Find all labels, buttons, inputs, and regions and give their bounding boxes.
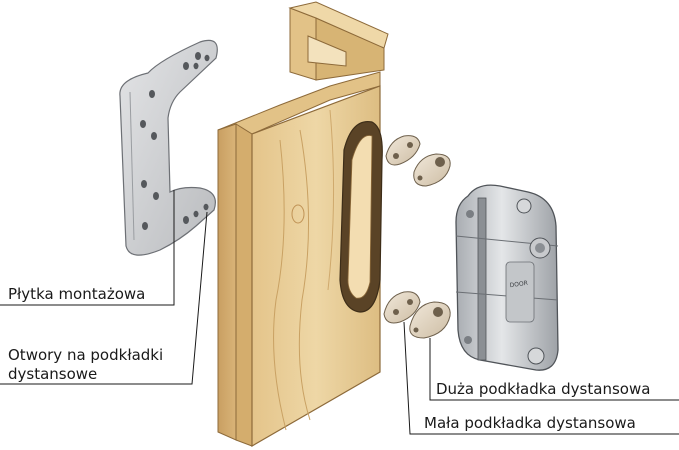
leader-large-spacer xyxy=(429,338,679,401)
hinge-brand-label: DOOR xyxy=(509,280,528,289)
small-spacer-bottom xyxy=(383,291,421,324)
large-spacer-top xyxy=(413,153,451,187)
door-frame xyxy=(288,1,389,81)
leader-lines xyxy=(0,190,679,435)
hinge-recess xyxy=(339,120,383,313)
label-spacer-holes-line2: dystansowe xyxy=(8,365,98,383)
concealed-hinge: DOOR xyxy=(455,184,559,371)
mounting-plate-screw-holes xyxy=(140,52,201,230)
small-spacer-top xyxy=(385,135,421,166)
leader-spacer-holes xyxy=(0,211,208,385)
spacer-holes xyxy=(183,54,210,224)
label-large-spacer: Duża podkładka dystansowa xyxy=(436,380,651,398)
label-small-spacer: Mała podkładka dystansowa xyxy=(424,414,636,432)
leader-mounting-plate xyxy=(0,190,175,306)
large-spacer-bottom xyxy=(409,301,451,339)
mounting-plate xyxy=(119,39,218,256)
label-spacer-holes-line1: Otwory na podkładki xyxy=(8,346,164,364)
leader-small-spacer xyxy=(403,321,679,435)
label-mounting-plate: Płytka montażowa xyxy=(8,285,146,303)
